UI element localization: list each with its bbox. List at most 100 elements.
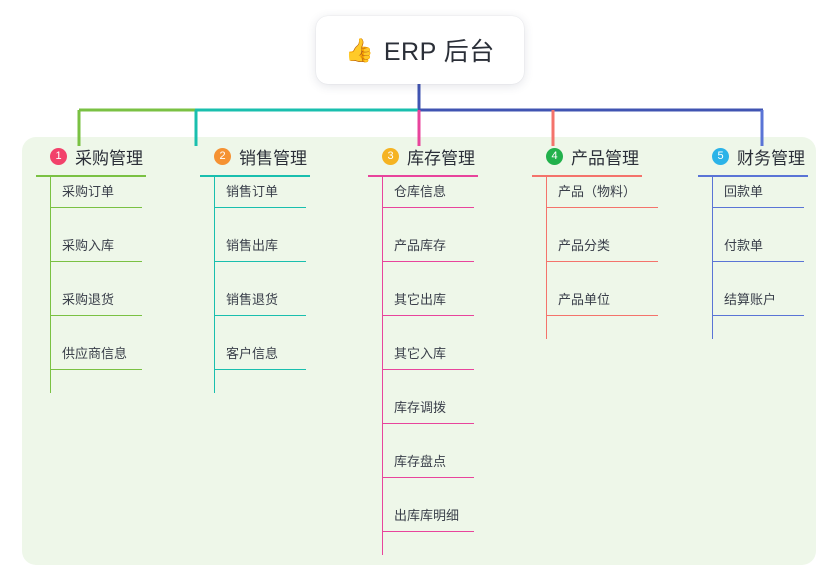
list-item-label: 库存调拨 — [394, 400, 447, 415]
column-title-4: 产品管理 — [571, 148, 639, 168]
list-item-label: 库存盘点 — [394, 454, 447, 469]
list-item-label: 回款单 — [724, 184, 764, 199]
column-title-1: 采购管理 — [75, 148, 143, 168]
root-title-card[interactable]: 👍 ERP 后台 — [316, 16, 524, 84]
list-item[interactable]: 结算账户 — [698, 285, 804, 317]
list-item-label: 供应商信息 — [62, 346, 128, 361]
list-item-underline — [382, 531, 474, 533]
list-item-label: 采购入库 — [62, 238, 115, 253]
list-item[interactable]: 库存调拨 — [368, 393, 474, 425]
list-item[interactable]: 仓库信息 — [368, 177, 474, 209]
list-item[interactable]: 客户信息 — [200, 339, 306, 371]
column-header-4[interactable]: 4 产品管理 — [532, 142, 642, 170]
list-item-label: 产品库存 — [394, 238, 447, 253]
column-title-3: 库存管理 — [407, 148, 475, 168]
column-items-4: 产品（物料） 产品分类产品单位 — [532, 177, 658, 339]
list-item-underline — [546, 207, 658, 209]
list-item[interactable]: 采购入库 — [36, 231, 142, 263]
column-items-1: 采购订单采购入库采购退货供应商信息 — [36, 177, 146, 393]
list-item[interactable]: 产品单位 — [532, 285, 658, 317]
list-item-underline — [712, 315, 804, 317]
column-title-5: 财务管理 — [737, 148, 805, 168]
list-item-underline — [382, 315, 474, 317]
list-item[interactable]: 销售订单 — [200, 177, 306, 209]
list-item-underline — [50, 369, 142, 371]
list-item-underline — [382, 207, 474, 209]
column-1: 1 采购管理采购订单采购入库采购退货供应商信息 — [36, 142, 146, 393]
list-item-label: 仓库信息 — [394, 184, 447, 199]
list-item-label: 销售出库 — [226, 238, 279, 253]
list-item[interactable]: 付款单 — [698, 231, 804, 263]
column-underline-1 — [36, 175, 146, 177]
thumbs-up-icon: 👍 — [345, 36, 374, 63]
list-item-underline — [382, 369, 474, 371]
list-item-label: 采购退货 — [62, 292, 115, 307]
list-item[interactable]: 其它入库 — [368, 339, 474, 371]
list-item[interactable]: 产品（物料） — [532, 177, 658, 209]
column-2: 2 销售管理销售订单销售出库销售退货客户信息 — [200, 142, 310, 393]
list-item[interactable]: 其它出库 — [368, 285, 474, 317]
list-item-underline — [50, 207, 142, 209]
list-item-label: 付款单 — [724, 238, 764, 253]
list-item-underline — [50, 315, 142, 317]
column-items-5: 回款单付款单结算账户 — [698, 177, 808, 339]
column-spine-3 — [382, 177, 384, 555]
list-item-label: 结算账户 — [724, 292, 777, 307]
list-item[interactable]: 采购退货 — [36, 285, 142, 317]
list-item-underline — [214, 207, 306, 209]
column-underline-3 — [368, 175, 478, 177]
list-item-underline — [214, 315, 306, 317]
column-3: 3 库存管理仓库信息产品库存其它出库其它入库库存调拨库存盘点出库库明细 — [368, 142, 478, 555]
list-item-label: 采购订单 — [62, 184, 115, 199]
list-item-underline — [214, 261, 306, 263]
list-item-label: 产品（物料） — [558, 184, 637, 199]
column-4: 4 产品管理产品（物料） 产品分类产品单位 — [532, 142, 658, 339]
column-header-3[interactable]: 3 库存管理 — [368, 142, 478, 170]
list-item[interactable]: 产品分类 — [532, 231, 658, 263]
list-item-label: 其它入库 — [394, 346, 447, 361]
list-item-label: 产品分类 — [558, 238, 611, 253]
list-item-underline — [382, 261, 474, 263]
column-header-2[interactable]: 2 销售管理 — [200, 142, 310, 170]
column-header-5[interactable]: 5 财务管理 — [698, 142, 808, 170]
column-underline-5 — [698, 175, 808, 177]
column-spine-5 — [712, 177, 714, 339]
list-item[interactable]: 产品库存 — [368, 231, 474, 263]
column-title-2: 销售管理 — [239, 148, 307, 168]
column-badge-5: 5 — [712, 147, 729, 165]
column-header-1[interactable]: 1 采购管理 — [36, 142, 146, 170]
column-spine-1 — [50, 177, 52, 393]
list-item-underline — [546, 315, 658, 317]
column-badge-2: 2 — [214, 147, 231, 165]
column-badge-3: 3 — [382, 147, 399, 165]
list-item-underline — [382, 477, 474, 479]
list-item-underline — [712, 207, 804, 209]
list-item-label: 客户信息 — [226, 346, 279, 361]
column-spine-2 — [214, 177, 216, 393]
list-item-label: 产品单位 — [558, 292, 611, 307]
page-title: ERP 后台 — [383, 38, 495, 66]
list-item-underline — [50, 261, 142, 263]
list-item[interactable]: 供应商信息 — [36, 339, 142, 371]
list-item-label: 出库库明细 — [394, 508, 460, 523]
column-spine-4 — [546, 177, 548, 339]
list-item[interactable]: 库存盘点 — [368, 447, 474, 479]
list-item-underline — [214, 369, 306, 371]
column-items-2: 销售订单销售出库销售退货客户信息 — [200, 177, 310, 393]
list-item-label: 销售退货 — [226, 292, 279, 307]
column-underline-2 — [200, 175, 310, 177]
list-item-underline — [546, 261, 658, 263]
list-item[interactable]: 销售退货 — [200, 285, 306, 317]
column-5: 5 财务管理回款单付款单结算账户 — [698, 142, 808, 339]
list-item-label: 其它出库 — [394, 292, 447, 307]
list-item-label: 销售订单 — [226, 184, 279, 199]
list-item[interactable]: 采购订单 — [36, 177, 142, 209]
list-item-underline — [712, 261, 804, 263]
column-items-3: 仓库信息产品库存其它出库其它入库库存调拨库存盘点出库库明细 — [368, 177, 478, 555]
list-item[interactable]: 出库库明细 — [368, 501, 474, 533]
column-badge-4: 4 — [546, 147, 563, 165]
list-item[interactable]: 回款单 — [698, 177, 804, 209]
list-item[interactable]: 销售出库 — [200, 231, 306, 263]
column-badge-1: 1 — [50, 147, 67, 165]
